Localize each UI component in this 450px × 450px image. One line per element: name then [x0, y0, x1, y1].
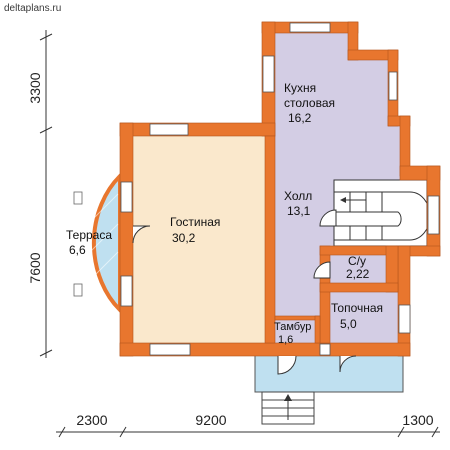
dim-left-bottom: 7600	[27, 252, 43, 283]
terrace-window-top	[73, 191, 83, 205]
kitchen-name-1: Кухня	[284, 81, 316, 95]
dimension-lines	[39, 30, 440, 438]
boiler-floor	[320, 292, 398, 343]
living-room-area: 30,2	[172, 231, 196, 245]
kitchen-area: 16,2	[288, 111, 312, 125]
windows	[120, 22, 440, 356]
wc-floor	[330, 255, 386, 283]
entrance-arrow-head	[284, 394, 292, 401]
dim-bottom-mid: 9200	[195, 412, 226, 428]
living-room-floor	[133, 136, 265, 343]
dim-left-top: 3300	[27, 72, 43, 103]
vestibule-name: Тамбур	[274, 321, 311, 333]
terrace-window-bottom	[73, 283, 83, 297]
wc-area: 2,22	[346, 267, 370, 281]
staircase	[333, 179, 431, 247]
terrace-hatch	[61, 193, 119, 293]
terrace-area: 6,6	[69, 243, 86, 257]
hall-area: 13,1	[287, 204, 311, 218]
vestibule-floor	[275, 320, 315, 343]
boiler-room-area: 5,0	[340, 317, 357, 331]
boiler-room-name: Топочная	[331, 301, 383, 315]
terrace-name: Терраса	[66, 228, 112, 242]
vestibule-area: 1,6	[278, 334, 293, 346]
dim-bottom-left: 2300	[76, 412, 107, 428]
terrace-floor	[91, 171, 122, 315]
site-label: deltaplans.ru	[4, 3, 61, 14]
dim-bottom-right: 1300	[402, 412, 433, 428]
wc-name: С/у	[348, 254, 366, 268]
hall-name: Холл	[284, 189, 312, 203]
kitchen-name-2: столовая	[284, 96, 335, 110]
doors	[132, 209, 357, 375]
living-room-name: Гостиная	[170, 215, 220, 229]
